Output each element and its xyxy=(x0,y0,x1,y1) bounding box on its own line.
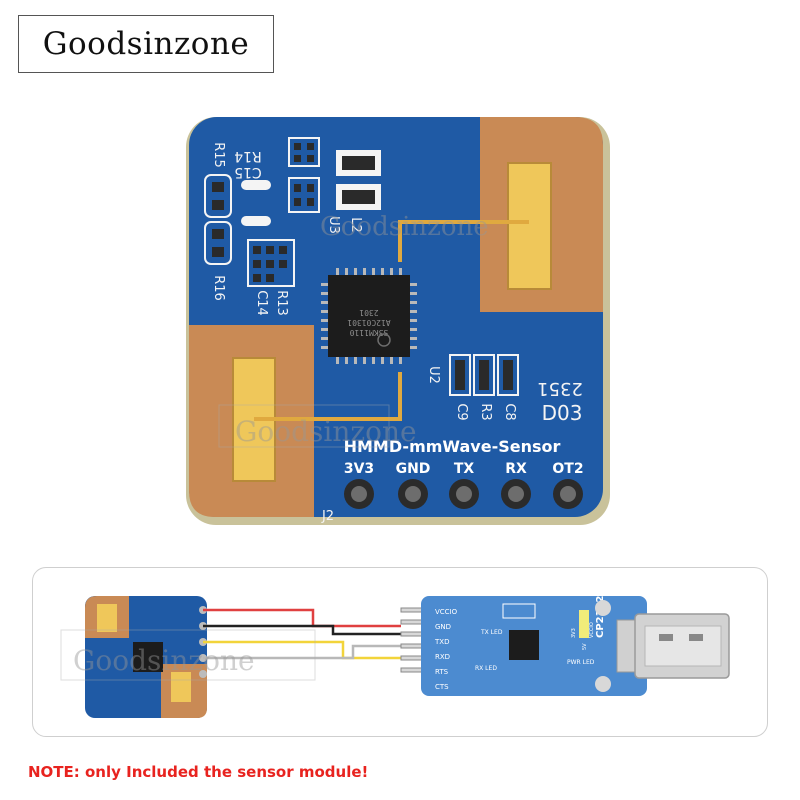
adapter-pin-2: GND xyxy=(435,623,451,631)
feed-line-top xyxy=(398,220,529,262)
chip-marking-3: 2301 xyxy=(359,308,378,317)
label-r15: R15 xyxy=(211,142,226,168)
label-u2: U2 xyxy=(426,366,441,384)
wire-red xyxy=(203,608,401,628)
chip-marking-1: S3KM1110 xyxy=(350,328,389,337)
radar-chip xyxy=(328,275,410,357)
adapter-pin-4: RXD xyxy=(435,653,450,661)
label-c14: C14 xyxy=(254,290,269,316)
adapter-chip xyxy=(509,630,539,660)
voltage-label-3: 5V xyxy=(582,643,588,650)
feed-line-bottom xyxy=(254,372,402,421)
label-r3: R3 xyxy=(478,403,493,420)
adapter-pin-1: VCCIO xyxy=(435,608,458,616)
wire-gray xyxy=(203,644,401,660)
chip-logo xyxy=(377,333,391,347)
adapter-model: CP2102 xyxy=(595,595,606,638)
voltage-label-2: VCCIO xyxy=(589,622,595,638)
label-r16: R16 xyxy=(211,275,226,301)
label-l2: L2 xyxy=(348,217,363,233)
wire-black xyxy=(203,624,401,636)
board-code: D03 xyxy=(542,401,583,425)
adapter-pin-6: CTS xyxy=(435,683,449,691)
voltage-label-1: 3V3 xyxy=(571,628,577,638)
connector-label: J2 xyxy=(321,509,334,524)
label-r13: R13 xyxy=(274,290,289,316)
wiring-watermark-text: Goodsinzone xyxy=(73,644,255,677)
watermark-text-main: Goodsinzone xyxy=(235,415,417,448)
adapter-pin-3: TXD xyxy=(434,638,449,646)
rx-led-label: RX LED xyxy=(475,665,497,672)
pin-label-5: OT2 xyxy=(552,461,583,477)
label-c9: C9 xyxy=(454,403,469,420)
label-c8: C8 xyxy=(502,403,517,420)
tx-led-label: TX LED xyxy=(480,629,503,636)
label-u3: U3 xyxy=(326,216,341,234)
chip-marking-2: A12C01301 xyxy=(347,318,391,327)
code-digits: 2351 xyxy=(537,378,583,399)
adapter-header-pins xyxy=(400,607,424,673)
wiring-diagram-panel: VCCIO GND TXD RXD RTS CTS TX LED RX LED … xyxy=(32,567,768,737)
pin-label-3: TX xyxy=(454,461,475,477)
watermark-text-top: Goodsinzone xyxy=(320,212,489,242)
sensor-module-photo: S3KM1110 A12C01301 2301 R14 C15 R15 R16 … xyxy=(186,117,610,525)
smd-components xyxy=(204,137,519,396)
pin-label-1: 3V3 xyxy=(344,461,374,477)
wiring-diagram: VCCIO GND TXD RXD RTS CTS TX LED RX LED … xyxy=(60,595,730,718)
wiring-watermark-box xyxy=(60,629,316,681)
watermark-box xyxy=(218,404,390,448)
brand-badge: Goodsinzone xyxy=(18,15,274,73)
wire-yellow xyxy=(203,640,401,660)
adapter-pin-5: RTS xyxy=(435,668,449,676)
antenna-patch-top xyxy=(507,162,552,290)
pwr-led-label: PWR LED xyxy=(567,659,595,666)
pin-label-2: GND xyxy=(396,461,431,477)
label-c15: C15 xyxy=(234,164,262,180)
header-pads xyxy=(344,479,583,509)
brand-label: Goodsinzone xyxy=(42,26,250,62)
note-text: NOTE: only Included the sensor module! xyxy=(28,763,369,781)
pin-label-4: RX xyxy=(505,461,527,477)
chip-pins xyxy=(321,268,417,364)
board-title: HMMD-mmWave-Sensor xyxy=(344,437,561,456)
label-r14: R14 xyxy=(234,148,262,164)
